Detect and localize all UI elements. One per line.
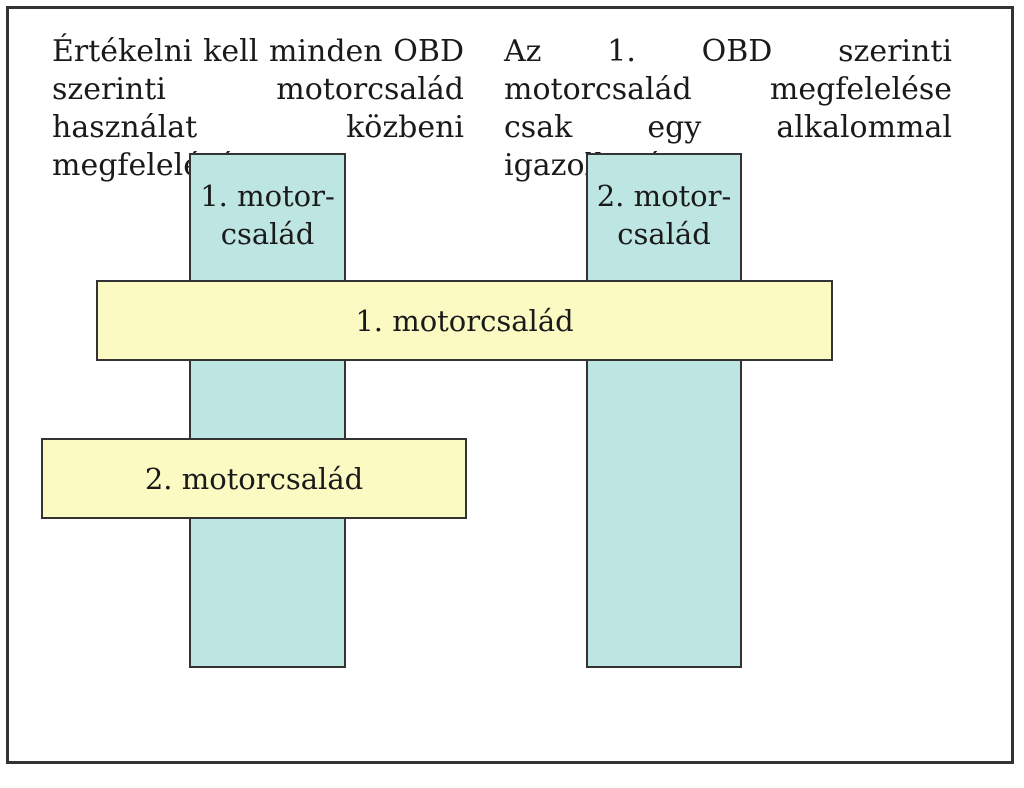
caption-left: Értékelni kell minden OBD szerinti motor… [52,34,464,183]
diagram-frame [6,6,1014,764]
vertical-bar-engine-family-2: 2. motor- család [586,153,742,668]
vertical-bar-label-2: 2. motor- család [596,179,732,251]
caption-right: Az 1. OBD szerinti motorcsalád megfelelé… [504,34,952,183]
vertical-bar-label-1: 1. motor- család [200,179,335,251]
horizontal-bar-engine-family-1: 1. motorcsalád [96,280,833,361]
vertical-bar-engine-family-1: 1. motor- család [189,153,346,668]
horizontal-bar-engine-family-2: 2. motorcsalád [41,438,467,519]
horizontal-bar-label-2: 2. motorcsalád [144,461,364,496]
horizontal-bar-label-1: 1. motorcsalád [355,303,574,338]
